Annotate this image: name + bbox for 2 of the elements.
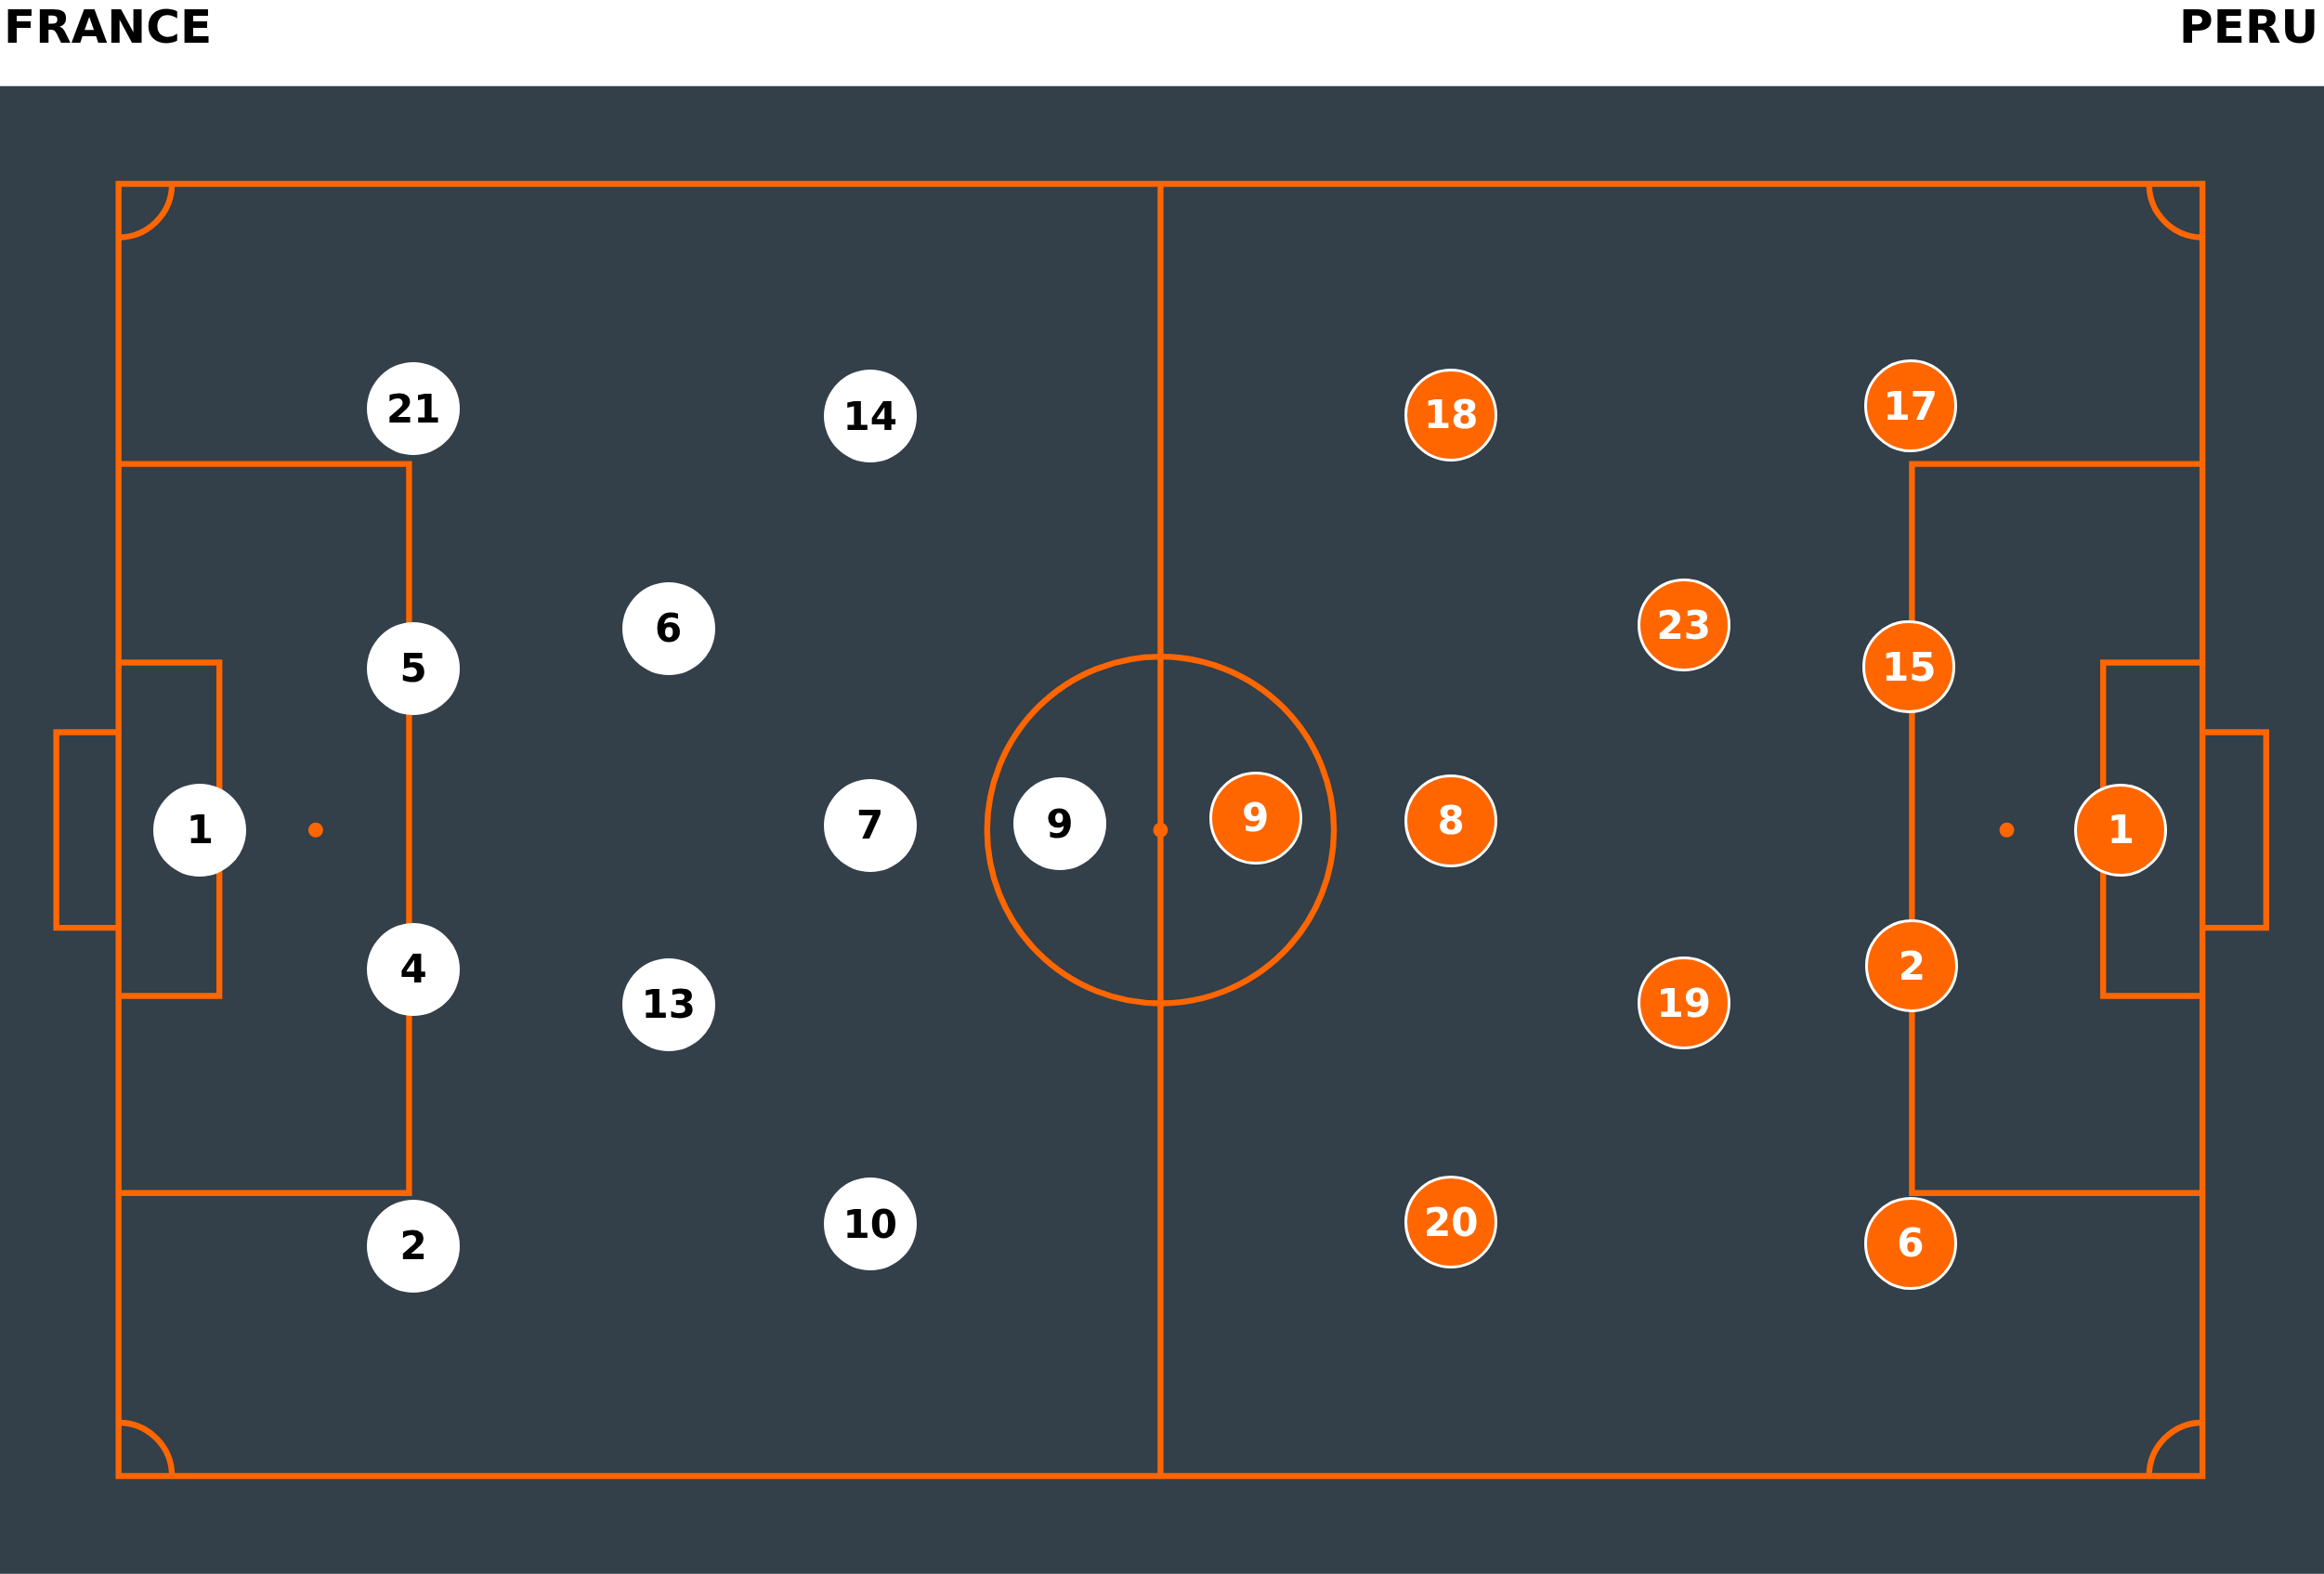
team-name: PERU <box>2179 0 2318 54</box>
team-name: FRANCE <box>4 0 213 54</box>
